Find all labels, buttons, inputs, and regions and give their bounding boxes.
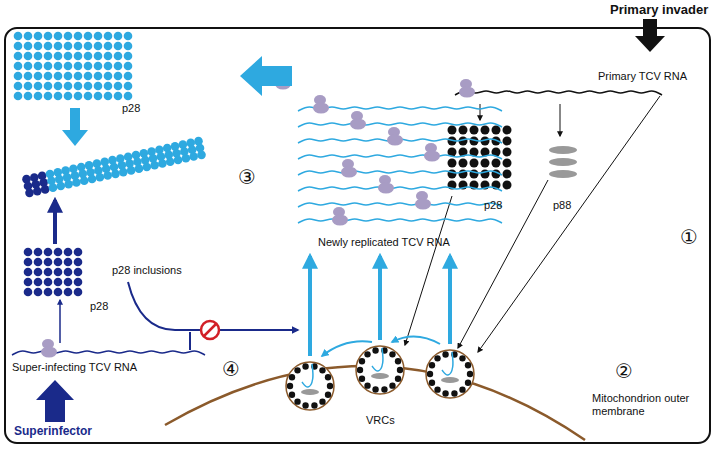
p88-stack [549, 146, 577, 178]
invader-label: Primary invader [610, 3, 708, 18]
vrc-spherule [356, 346, 404, 394]
vrc-spherule [426, 350, 474, 398]
vrc-label: VRCs [366, 414, 395, 427]
ribosome [378, 175, 394, 194]
translation-arrow [560, 104, 561, 136]
entry-arrow [36, 380, 74, 422]
cell-border [5, 28, 710, 443]
p28-grid [24, 248, 83, 297]
ribosome [341, 159, 357, 178]
superinfecting-rna [12, 351, 205, 355]
translation-arrow [480, 104, 481, 120]
primary-rna [455, 91, 662, 95]
replication-arrow [308, 256, 312, 356]
callout-number: ② [615, 360, 633, 383]
rna-label: Newly replicated TCV RNA [318, 236, 450, 249]
blocked-arrow [189, 332, 191, 350]
callout-number: ④ [222, 358, 240, 381]
inclusion-label: p28 inclusions [112, 264, 182, 277]
reinitiation-arrow [392, 336, 440, 344]
p28-grid [14, 32, 133, 101]
aggregation-arrow [62, 108, 88, 146]
progeny-rna [298, 155, 502, 159]
reinitiation-arrow [322, 341, 372, 356]
entry-arrow [635, 19, 665, 52]
block-symbol [201, 321, 219, 339]
superinfector-label: Superinfector [14, 425, 92, 439]
progeny-rna [298, 123, 502, 127]
vrc-spherule [286, 362, 334, 410]
progeny-rna [298, 203, 502, 207]
ribosome [424, 143, 440, 162]
rna-label: Super-infecting TCV RNA [12, 361, 137, 374]
recruit-line [458, 180, 548, 348]
recruit-line [478, 96, 660, 352]
ribosome [350, 111, 366, 130]
ribosome [459, 79, 475, 98]
ribosome [387, 127, 403, 146]
protein-label: p28 [484, 199, 502, 212]
progeny-rna [298, 187, 502, 191]
progeny-rna [298, 171, 502, 175]
ribosome [41, 339, 57, 358]
progeny-rna [298, 219, 502, 223]
ribosome [313, 95, 329, 114]
translation-arrow [59, 300, 61, 343]
incorporation-arrow [53, 200, 57, 244]
protein-label: p28 [90, 300, 108, 313]
protein-label: p28 [122, 102, 140, 115]
rna-label: Primary TCV RNA [598, 70, 687, 83]
protein-label: p88 [553, 199, 571, 212]
membrane-label: Mitochondrion outer membrane [592, 392, 704, 417]
callout-number: ③ [238, 166, 256, 189]
ribosome [332, 207, 348, 226]
replication-arrow [448, 256, 452, 344]
ribosome [415, 191, 431, 210]
callout-number: ① [680, 226, 698, 249]
p28-filament [22, 137, 206, 197]
replication-arrow [378, 256, 382, 340]
flow-arrow [240, 56, 292, 96]
